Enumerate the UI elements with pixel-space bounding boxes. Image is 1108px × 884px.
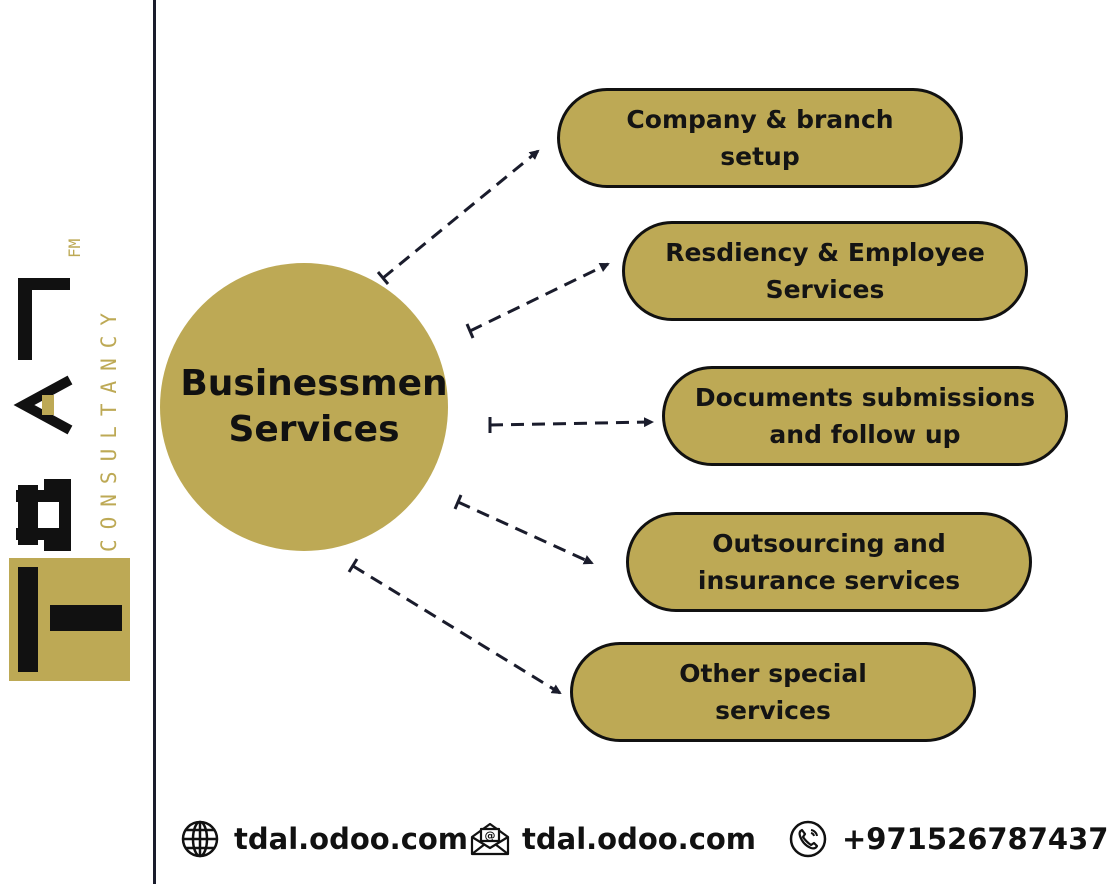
arrow-to-service-4 [457, 500, 594, 565]
arrow-to-service-1 [382, 149, 540, 280]
logo-tagline: CONSULTANCY [97, 303, 121, 552]
service-other-special: Other special services [570, 642, 976, 742]
hub-label: Businessmen Services [180, 363, 448, 450]
arrow-to-service-3 [489, 417, 654, 428]
service-label: Resdiency & Employee Services [665, 238, 985, 304]
connector-arrows [347, 149, 654, 695]
service-label: Documents submissions and follow up [694, 383, 1036, 449]
service-label: Outsourcing and insurance services [697, 529, 961, 595]
globe-icon [181, 820, 219, 858]
logo-letter-a [13, 375, 73, 435]
email-text[interactable]: tdal.odoo.com [522, 822, 757, 856]
email-icon: @ [470, 822, 510, 856]
service-documents-submissions: Documents submissions and follow up [662, 366, 1068, 466]
hub-circle: Businessmen Services [160, 263, 448, 551]
service-outsourcing-insurance: Outsourcing and insurance services [626, 512, 1032, 612]
service-residency-employee: Resdiency & Employee Services [622, 221, 1028, 321]
footer-website[interactable]: tdal.odoo.com [180, 816, 468, 862]
logo-letter-t [9, 558, 130, 681]
website-text[interactable]: tdal.odoo.com [234, 822, 469, 856]
logo-letter-d [16, 479, 71, 551]
brand-logo: FM CONSULTANCY [9, 239, 130, 681]
phone-icon [789, 820, 827, 858]
service-label: Other special services [679, 659, 867, 725]
footer-phone[interactable]: +971526787437 [788, 816, 1108, 862]
logo-letter-l [18, 278, 70, 360]
arrow-to-service-5 [352, 564, 562, 695]
logo-superscript: FM [65, 239, 84, 258]
arrow-to-service-2 [469, 262, 610, 333]
phone-text[interactable]: +971526787437 [842, 822, 1108, 856]
service-company-branch-setup: Company & branch setup [557, 88, 963, 188]
footer-email[interactable]: @ tdal.odoo.com [470, 816, 756, 862]
vertical-divider [153, 0, 156, 884]
service-label: Company & branch setup [626, 105, 894, 171]
svg-text:@: @ [485, 829, 496, 842]
